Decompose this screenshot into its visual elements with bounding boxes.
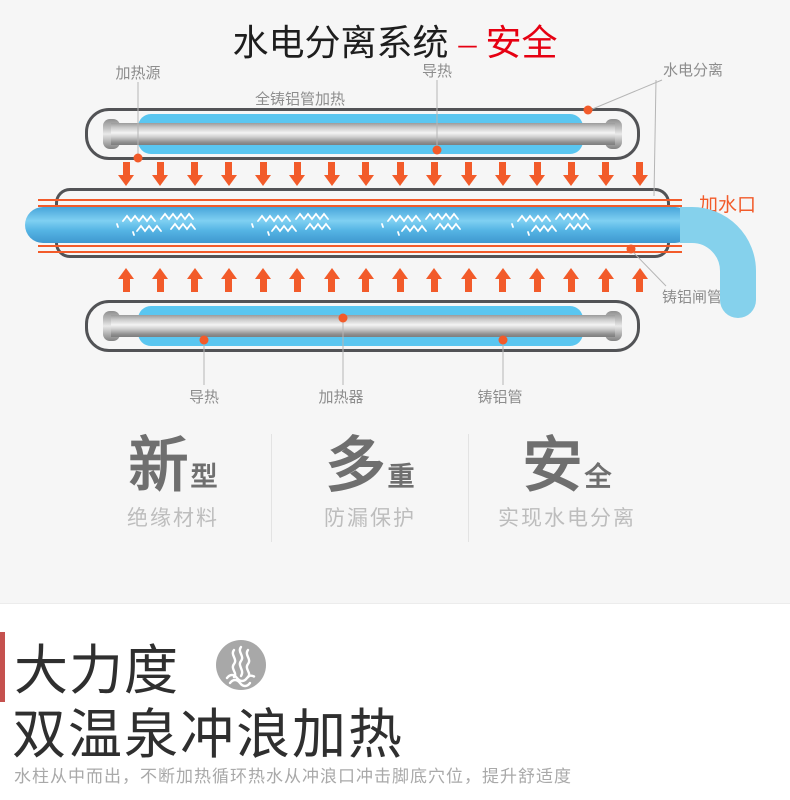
heat-arrow-up-icon [529,268,546,292]
top-tube-frame [85,108,640,160]
title-red: – 安全 [458,23,558,63]
heat-arrow-down-icon [494,162,511,186]
heat-arrow-down-icon [220,162,237,186]
heat-arrow-down-icon [597,162,614,186]
heat-arrow-up-icon [460,268,477,292]
feature-leak-protection: 多重 防漏保护 [271,434,468,542]
heat-arrow-up-icon [597,268,614,292]
feature-row: 新型 绝缘材料 多重 防漏保护 安全 实现水电分离 [75,434,665,542]
heating-element-line [38,251,682,253]
heat-arrow-up-icon [357,268,374,292]
heat-arrow-up-icon [426,268,443,292]
heat-arrow-up-icon [255,268,272,292]
feature-headline: 多重 [325,433,415,499]
label-conduct-bottom: 导热 [188,389,220,406]
label-heat-source: 加热源 [115,65,161,82]
heat-arrow-down-icon [255,162,272,186]
heat-arrow-down-icon [563,162,580,186]
diagram-section: 水电分离系统– 安全 加热源 导热 水电分离 全铸铝管加热 加水口 铸铝闸管 导… [0,14,790,542]
label-heater: 加热器 [318,389,364,406]
hot-spring-icon [216,640,266,690]
heat-arrow-up-icon [563,268,580,292]
heat-arrow-up-icon [392,268,409,292]
heat-arrows-up [118,268,648,292]
feature-desc: 实现水电分离 [498,507,636,530]
heat-arrow-up-icon [186,268,203,292]
heating-element-line [38,199,682,201]
feature-desc: 绝缘材料 [127,507,219,530]
heat-arrow-up-icon [152,268,169,292]
heat-arrows-down [118,162,648,186]
label-full-cast-heating: 全铸铝管加热 [254,91,346,108]
surf-heating-section: 大力度 双温泉冲浪加热 水柱从中而出，不断加热循环热水从冲浪口冲击脚底穴位，提升… [0,604,790,800]
label-cast-tube: 铸铝管 [477,389,523,406]
heat-arrow-down-icon [118,162,134,186]
feature-separation: 安全 实现水电分离 [468,434,665,542]
heat-arrow-up-icon [289,268,306,292]
heat-arrow-up-icon [323,268,340,292]
heat-arrow-up-icon [631,268,648,292]
heat-arrow-down-icon [529,162,546,186]
heat-arrow-up-icon [494,268,511,292]
heat-arrow-down-icon [186,162,203,186]
bottom-heating-rod [111,315,615,337]
heat-arrow-down-icon [323,162,340,186]
heat-arrow-down-icon [460,162,477,186]
heating-element-line [38,245,682,247]
label-conduct-top: 导热 [421,63,453,80]
feature-headline: 新型 [128,433,218,499]
section-description: 水柱从中而出，不断加热循环热水从冲浪口冲击脚底穴位，提升舒适度 [14,767,572,786]
heat-arrow-down-icon [392,162,409,186]
heat-arrow-down-icon [631,162,648,186]
heat-arrow-down-icon [426,162,443,186]
heat-arrow-up-icon [118,268,134,292]
heat-arrow-down-icon [289,162,306,186]
feature-new-material: 新型 绝缘材料 [75,434,271,542]
title-black: 水电分离系统 [232,23,449,63]
heat-arrow-up-icon [220,268,237,292]
heat-arrow-down-icon [357,162,374,186]
top-heating-rod [111,123,615,145]
heat-arrow-down-icon [152,162,169,186]
feature-desc: 防漏保护 [324,507,416,530]
water-tube [25,207,693,243]
page-title: 水电分离系统– 安全 [0,14,790,66]
heating-element-line [38,205,682,207]
label-water-inlet: 加水口 [699,195,757,216]
section-subheading: 双温泉冲浪加热 [12,705,404,765]
feature-headline: 安全 [522,433,612,499]
bottom-tube-frame [85,300,640,352]
accent-bar [0,632,5,702]
label-separation: 水电分离 [663,62,724,79]
label-cast-gate-tube: 铸铝闸管 [662,289,723,306]
section-heading: 大力度 [14,641,179,701]
